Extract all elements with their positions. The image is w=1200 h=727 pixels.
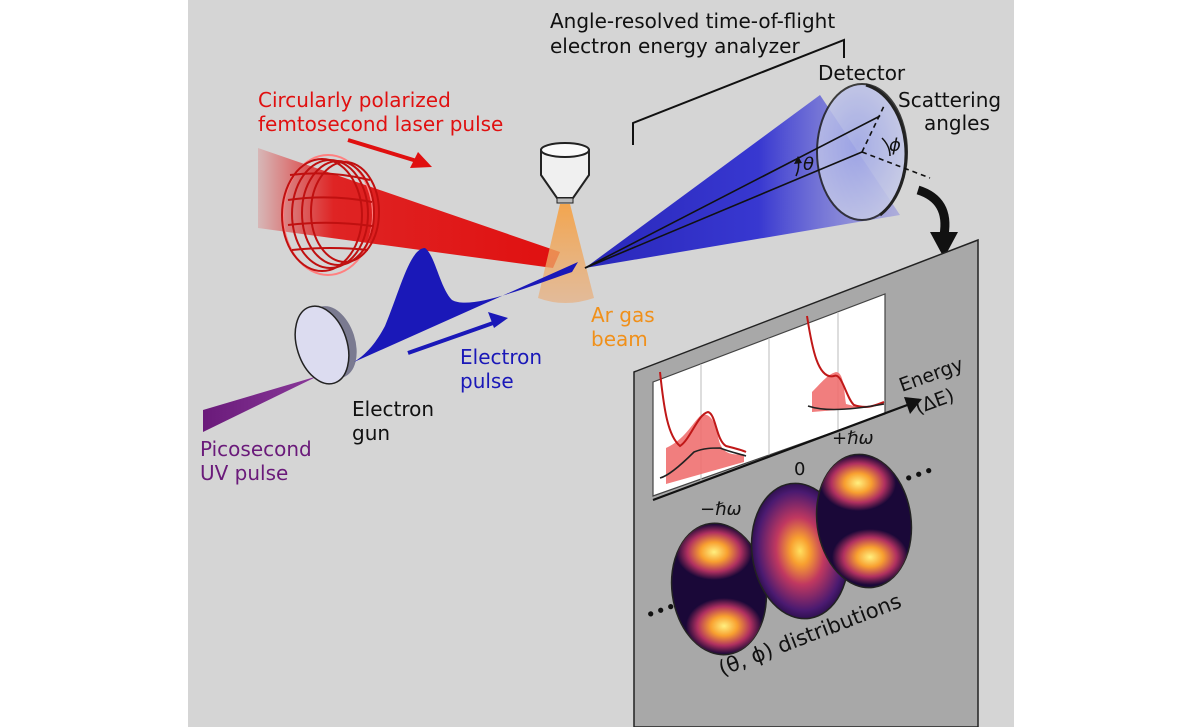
curved-arrowhead-icon [930,232,958,258]
theta-arrowhead-icon [794,156,802,164]
electron-pulse-label-line1: Electron [460,345,542,369]
gas-label-line2: beam [591,327,648,351]
scattering-angles-label-line2: angles [924,111,990,135]
analyzer-bracket [632,38,845,145]
scattering-angles-label-line1: Scattering [898,88,1001,112]
uv-pulse-beam [203,376,318,432]
laser-beam [258,148,560,268]
uv-pulse-label-line1: Picosecond [200,437,312,461]
energy-spectrum-plot [652,293,886,497]
electron-pulse-arrow [407,320,497,355]
laser-arrowhead-icon [410,152,432,168]
energy-axis-line [652,402,911,502]
electron-gun-label-line2: gun [352,421,390,445]
laser-label-line1: Circularly polarized [258,88,451,112]
plus-hbar-omega-label: +ℏω [832,428,874,449]
electron-pulse-shape [354,248,578,362]
distribution-map-minus [670,522,768,656]
analyzer-label-line1: Angle-resolved time-of-flight [550,9,835,33]
spectrum-black-curve [659,403,885,479]
detector-to-panel-arrow [916,185,950,236]
detector-edge [865,83,908,217]
cone-axis-line [584,151,863,269]
analyzer-label-line2: electron energy analyzer [550,34,800,58]
electron-arrowhead-icon [488,312,508,328]
right-sideband-peak [812,372,862,412]
energy-axis-arrowhead-icon [904,397,922,414]
phi-label: ϕ [889,135,901,156]
uv-pulse-label-line2: UV pulse [200,461,288,485]
theta-label: θ [803,154,814,175]
zero-label: 0 [794,459,805,480]
gas-label-line1: Ar gas [591,303,655,327]
phi-ref-line [861,151,931,179]
gas-nozzle [540,142,590,204]
laser-direction-arrow [347,138,421,164]
distribution-map-plus [815,453,913,589]
electron-gun [294,305,357,385]
electron-gun-label-line1: Electron [352,397,434,421]
laser-polarization-helix-icon [281,154,380,276]
detector-label: Detector [818,61,906,85]
electron-pulse-label-line2: pulse [460,369,514,393]
phi-angle-arc [881,137,891,157]
cone-scatter-line [584,115,881,269]
laser-label-line2: femtosecond laser pulse [258,112,503,136]
minus-hbar-omega-label: −ℏω [700,499,742,520]
